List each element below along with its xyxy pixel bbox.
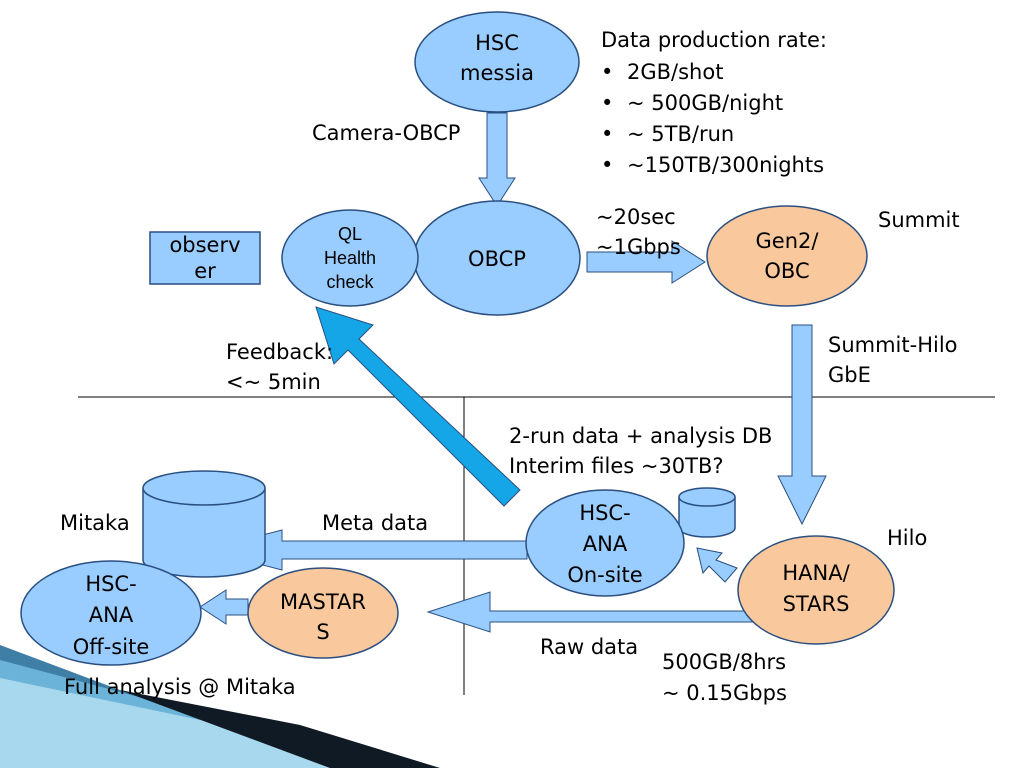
arrow-mastars-to-offsite <box>199 589 249 625</box>
label-link-rate-1: ~20sec <box>596 205 676 229</box>
data-rate-bullet-1: • <box>601 60 613 84</box>
label-feedback-2: <~ 5min <box>226 370 321 394</box>
node-mastars-line2: S <box>316 620 329 644</box>
data-rate-title: Data production rate: <box>601 28 827 52</box>
arrow-hana-to-mastars <box>426 591 753 633</box>
label-transfer-rate-2: ~ 0.15Gbps <box>662 681 787 705</box>
label-run-data-1: 2-run data + analysis DB <box>509 424 772 448</box>
node-observer-line2: er <box>194 259 216 283</box>
node-ql-health-check: QL Health check <box>281 209 419 307</box>
node-onsite-line1: HSC- <box>579 501 630 525</box>
node-hsc-messia: HSC messia <box>414 11 580 113</box>
arrow-messia-to-obcp <box>478 112 516 207</box>
onsite-database-icon <box>678 487 736 538</box>
data-rate-item-4: ~150TB/300nights <box>627 153 824 177</box>
label-meta-data: Meta data <box>322 511 428 535</box>
node-onsite-line2: ANA <box>583 532 628 556</box>
data-rate-bullet-4: • <box>601 153 613 177</box>
node-mastars-line1: MASTAR <box>280 590 366 614</box>
node-ql-line2: Health <box>324 248 376 268</box>
arrow-obcp-to-gen2 <box>586 240 706 284</box>
node-ql-line3: check <box>326 272 374 292</box>
node-observer-line1: observ <box>169 233 240 257</box>
label-summit: Summit <box>878 208 960 232</box>
node-ql-line1: QL <box>338 224 362 244</box>
data-rate-bullet-2: • <box>601 91 613 115</box>
mitaka-database-icon <box>142 470 266 578</box>
arrow-hana-to-onsite <box>696 547 738 583</box>
label-mitaka: Mitaka <box>60 511 130 535</box>
node-hsc-messia-line1: HSC <box>475 31 519 55</box>
node-offsite-line3: Off-site <box>73 635 150 659</box>
data-rate-item-2: ~ 500GB/night <box>627 91 783 115</box>
node-hsc-ana-onsite: HSC- ANA On-site <box>525 489 685 597</box>
label-run-data-2: Interim files ~30TB? <box>509 454 724 478</box>
arrow-gen2-to-hana <box>777 324 827 526</box>
node-mastars: MASTAR S <box>247 567 399 659</box>
node-gen2-line1: Gen2/ <box>756 229 820 253</box>
label-raw-data: Raw data <box>540 635 638 659</box>
data-rate-item-3: ~ 5TB/run <box>627 122 734 146</box>
node-gen2-obc: Gen2/ OBC <box>706 205 868 307</box>
label-feedback-1: Feedback: <box>226 340 333 364</box>
node-hsc-messia-line2: messia <box>460 61 534 85</box>
data-rate-bullet-3: • <box>601 122 613 146</box>
node-offsite-line2: ANA <box>89 603 134 627</box>
label-summit-hilo-1: Summit-Hilo <box>828 333 958 357</box>
node-hana-line2: STARS <box>783 592 850 616</box>
decorative-swoosh <box>0 645 440 768</box>
data-rate-item-1: 2GB/shot <box>627 60 723 84</box>
node-gen2-line2: OBC <box>764 259 809 283</box>
node-onsite-line3: On-site <box>567 563 642 587</box>
arrow-feedback <box>315 306 521 507</box>
label-link-rate-2: ~1Gbps <box>596 235 681 259</box>
label-transfer-rate-1: 500GB/8hrs <box>662 650 786 674</box>
node-obcp: OBCP <box>413 200 581 316</box>
node-hana-line1: HANA/ <box>782 561 850 585</box>
node-obcp-label: OBCP <box>468 247 526 271</box>
node-hana-stars: HANA/ STARS <box>737 535 895 645</box>
data-rate-block: Data production rate: • 2GB/shot • ~ 500… <box>601 28 827 177</box>
node-hsc-ana-offsite: HSC- ANA Off-site <box>20 560 202 666</box>
node-offsite-line1: HSC- <box>85 572 136 596</box>
label-hilo: Hilo <box>887 526 927 550</box>
node-observer: observ er <box>149 231 261 285</box>
label-summit-hilo-2: GbE <box>828 363 871 387</box>
label-full-analysis: Full analysis @ Mitaka <box>64 675 296 699</box>
label-camera-obcp: Camera-OBCP <box>312 121 460 145</box>
